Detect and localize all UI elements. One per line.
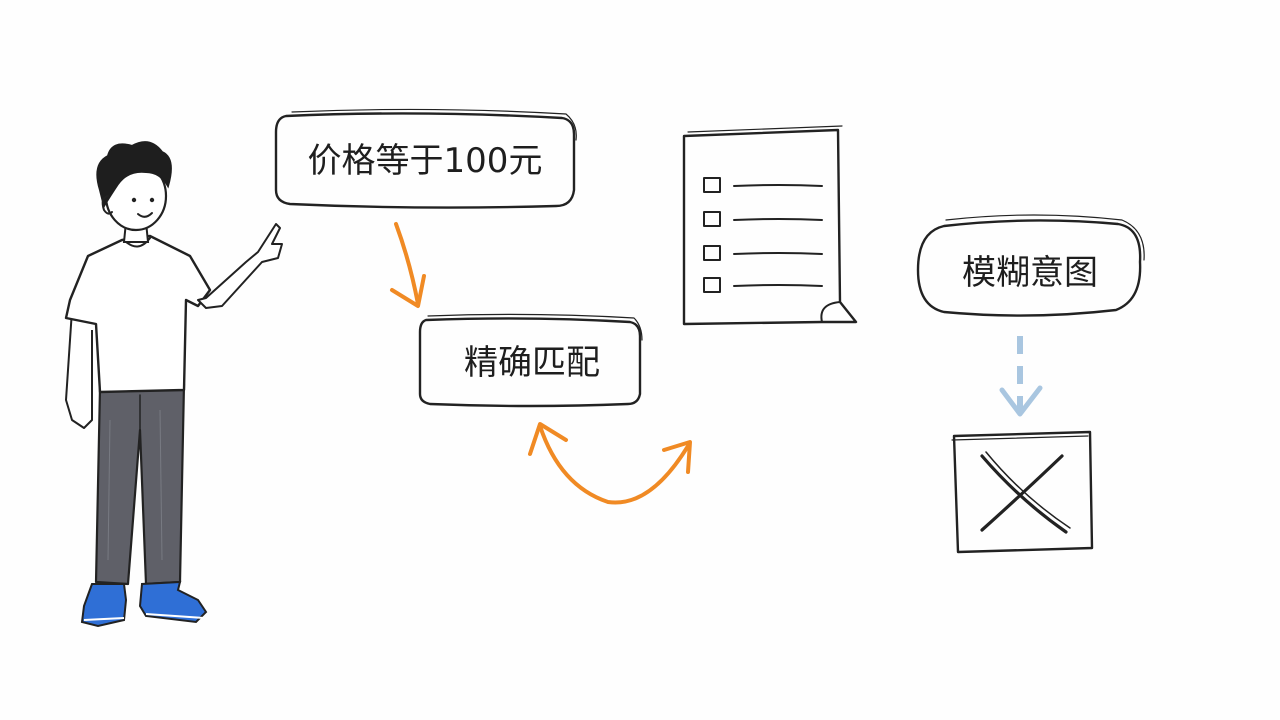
- hair: [96, 141, 172, 209]
- shoes: [80, 580, 208, 628]
- fuzzy-intent-label: 模糊意图: [962, 253, 1098, 293]
- exact-match-box: 精确匹配: [418, 313, 643, 408]
- exact-match-label: 精确匹配: [464, 343, 600, 383]
- checklist-row: [703, 277, 823, 293]
- price-condition-label: 价格等于100元: [308, 141, 543, 181]
- checklist-row: [703, 245, 823, 261]
- fuzzy-intent-box: 模糊意图: [916, 214, 1145, 317]
- checklist-document-icon: [682, 125, 858, 326]
- price-condition-box: 价格等于100元: [274, 108, 577, 209]
- double-arrow: [528, 422, 692, 505]
- arrow-to-exact-match: [390, 222, 426, 308]
- person-illustration: [64, 141, 283, 628]
- shirt: [64, 234, 212, 394]
- checklist-row: [703, 211, 823, 227]
- pointing-arm: [197, 223, 283, 309]
- pants: [94, 382, 186, 586]
- arrow-to-reject: [999, 336, 1043, 417]
- checklist-row: [703, 177, 823, 193]
- x-mark-icon: [951, 430, 1094, 554]
